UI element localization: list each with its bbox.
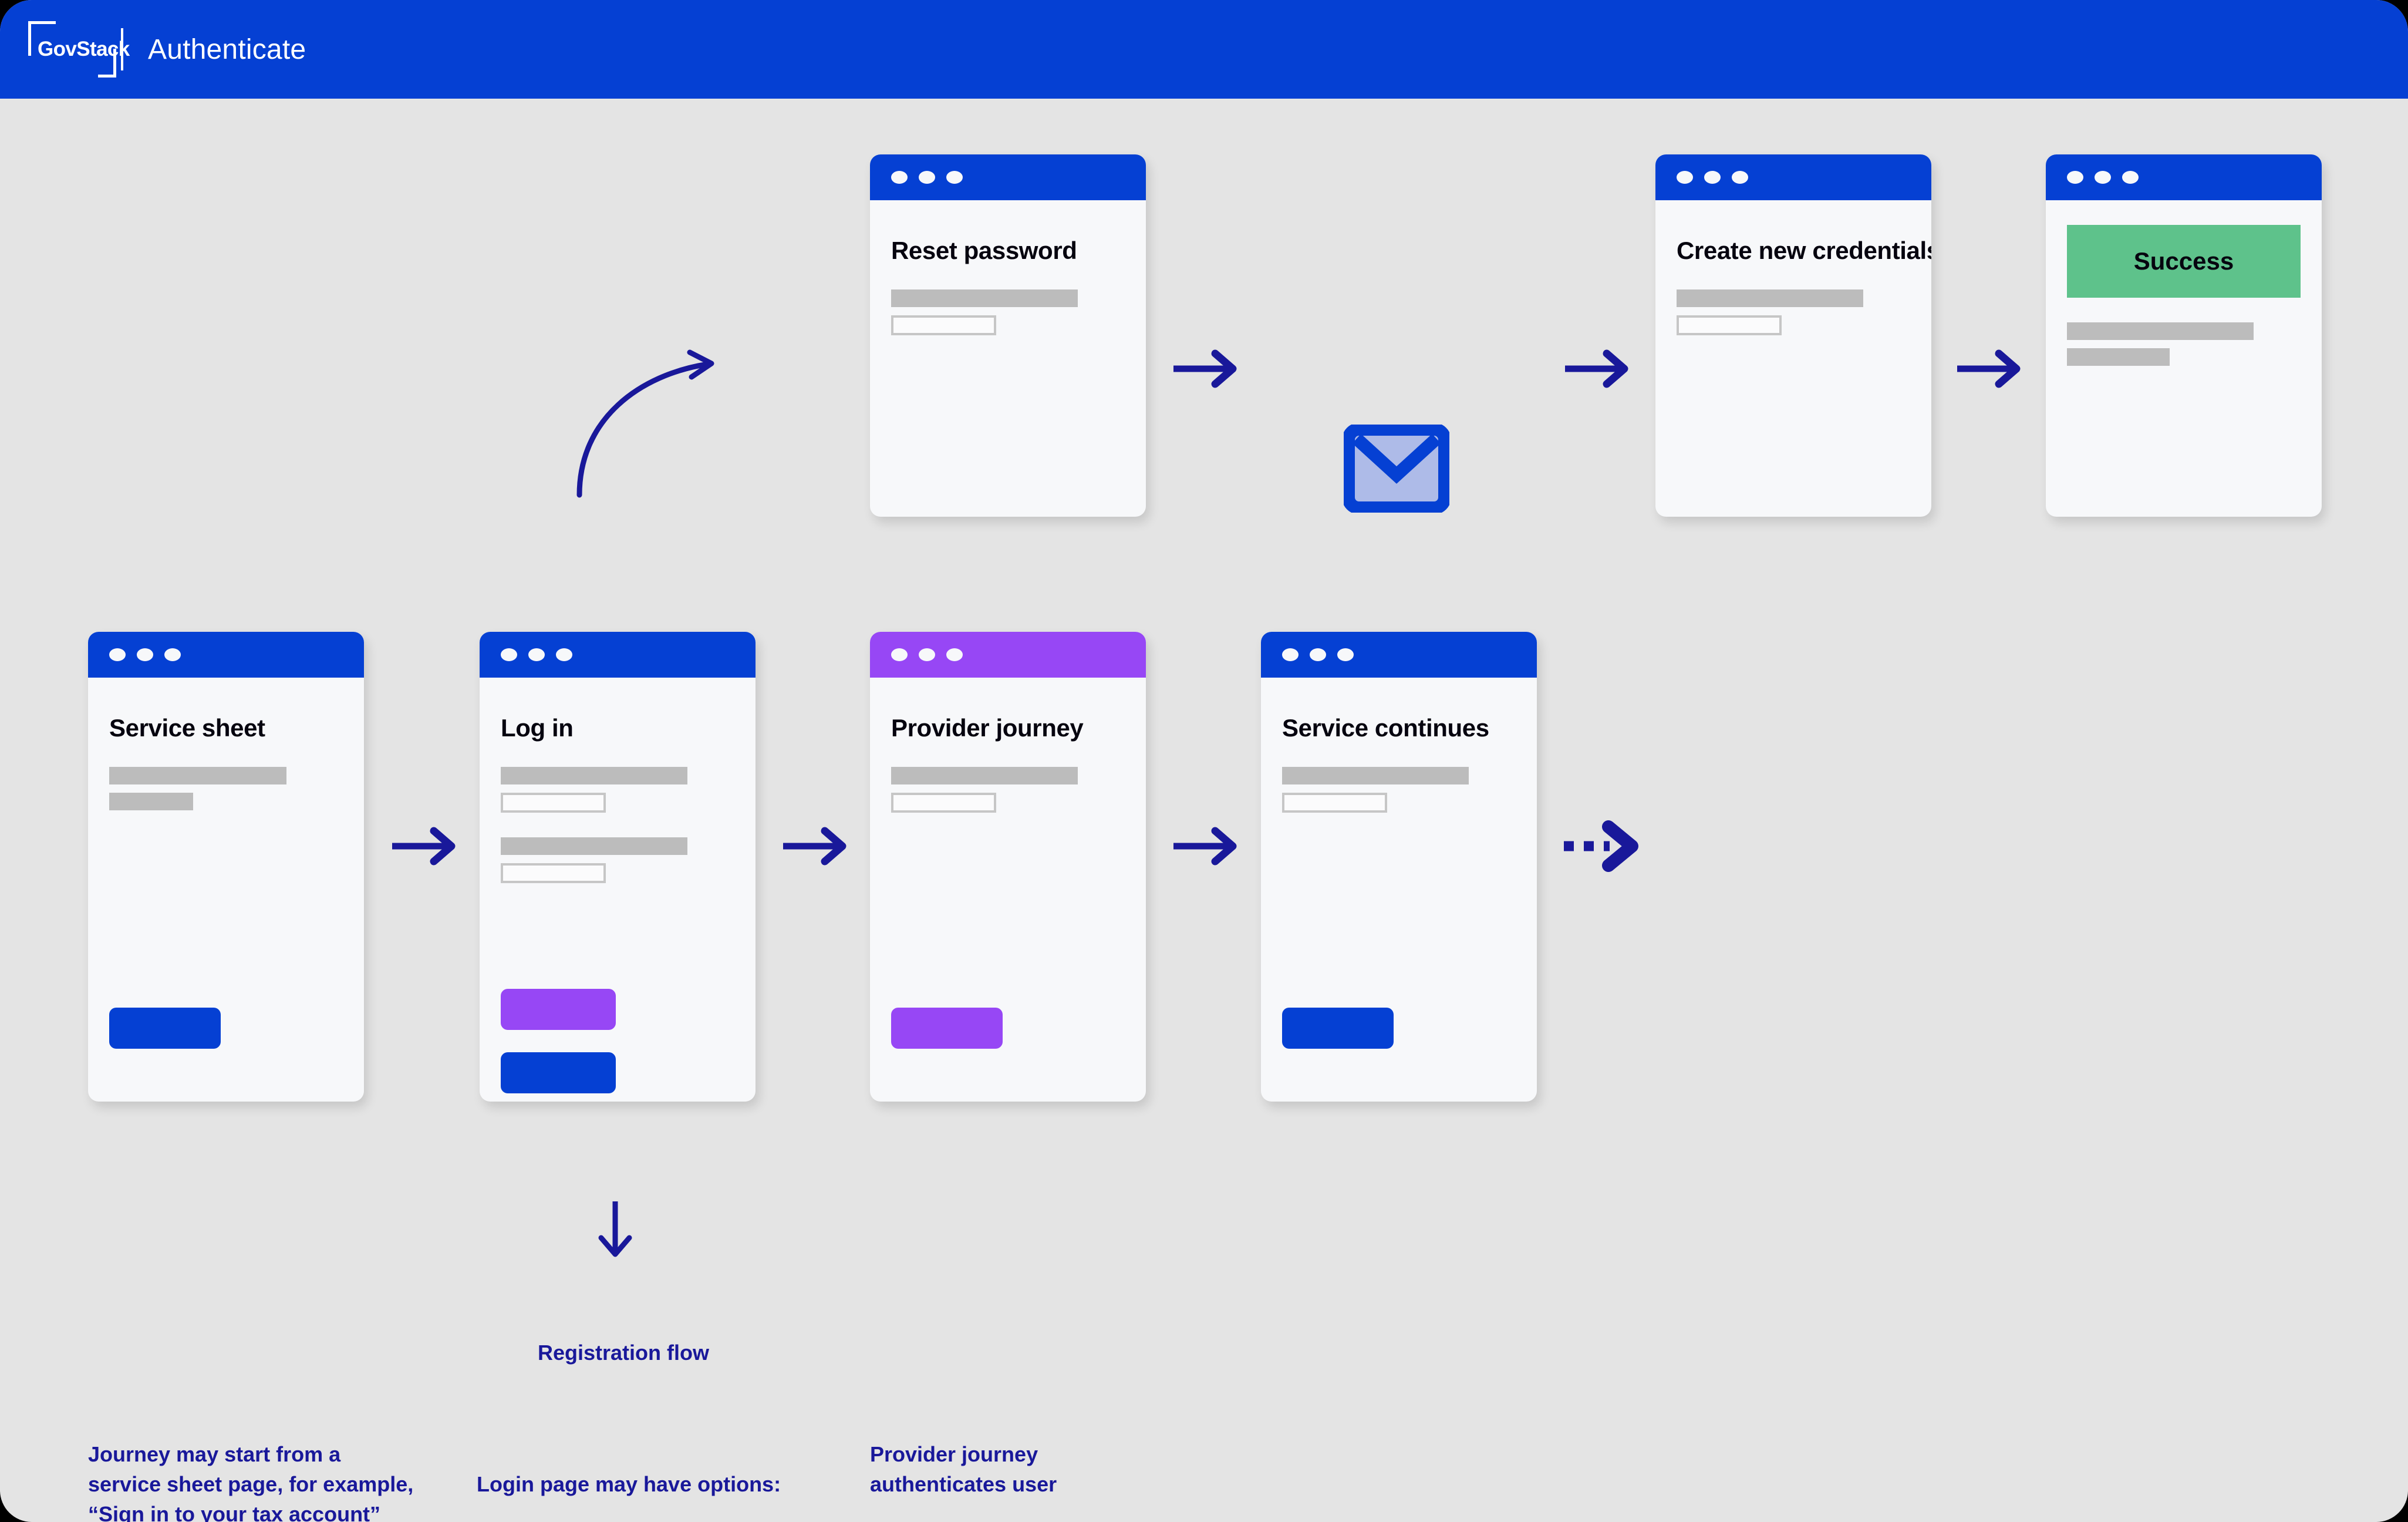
annotation-journey-start: Journey may start from a service sheet p… (88, 1442, 414, 1522)
window-dot-icon (528, 648, 545, 661)
arrow-credentials-to-success (1957, 353, 2016, 384)
card-reset-password[interactable]: Reset password (870, 154, 1146, 517)
username-input[interactable] (501, 793, 606, 813)
status-badge: Success (2067, 225, 2301, 298)
card-body: Service continues (1261, 714, 1537, 1102)
card-titlebar (870, 154, 1146, 200)
flow-canvas: Reset password Create new credentials (0, 99, 2408, 1522)
card-heading: Service sheet (109, 714, 265, 742)
window-dot-icon (137, 648, 153, 661)
window-dot-icon (919, 648, 935, 661)
field-label-placeholder (501, 837, 688, 855)
card-body: Create new credentials (1655, 237, 1931, 517)
dotted-arrow-continues (1564, 820, 1638, 872)
app-header: GovStack Authenticate (0, 0, 2408, 99)
logo-bracket-top-left-icon (28, 21, 56, 56)
window-dot-icon (501, 648, 517, 661)
card-titlebar (1655, 154, 1931, 200)
card-body: Success (2046, 225, 2322, 517)
window-dot-icon (919, 171, 935, 184)
provider-login-button[interactable] (501, 989, 616, 1030)
card-heading: Log in (501, 714, 574, 742)
card-heading: Provider journey (891, 714, 1084, 742)
card-body: Service sheet (88, 714, 364, 1102)
card-service-sheet[interactable]: Service sheet (88, 632, 364, 1102)
govstack-logo: GovStack (28, 21, 130, 78)
primary-action-button[interactable] (1282, 1008, 1394, 1049)
card-log-in[interactable]: Log in (480, 632, 756, 1102)
text-input[interactable] (1677, 315, 1782, 335)
card-body: Provider journey (870, 714, 1146, 1102)
header-divider (121, 28, 123, 70)
primary-action-button[interactable] (891, 1008, 1003, 1049)
card-heading: Service continues (1282, 714, 1489, 742)
card-body: Log in (480, 714, 756, 1102)
card-service-continues[interactable]: Service continues (1261, 632, 1537, 1102)
arrow-email-to-credentials (1565, 353, 1624, 384)
logo-bracket-bottom-right-icon (98, 49, 116, 78)
window-dot-icon (109, 648, 126, 661)
logo-wordmark: GovStack (38, 38, 130, 60)
success-label: Success (2133, 247, 2234, 275)
arrow-reset-to-email (1173, 353, 1233, 384)
field-label-placeholder (891, 767, 1078, 784)
card-heading: Create new credentials (1677, 237, 1931, 264)
arrow-service-sheet-to-login (392, 831, 451, 861)
window-dot-icon (1310, 648, 1326, 661)
primary-action-button[interactable] (109, 1008, 221, 1049)
text-input[interactable] (891, 315, 997, 335)
window-dot-icon (556, 648, 572, 661)
page-title: Authenticate (148, 33, 306, 65)
window-dot-icon (946, 648, 963, 661)
window-dot-icon (891, 648, 908, 661)
card-titlebar (870, 632, 1146, 678)
field-label-placeholder (1677, 289, 1864, 307)
arrow-provider-to-service-continues (1173, 831, 1233, 861)
field-label-placeholder (109, 767, 287, 784)
field-label-placeholder (1282, 767, 1469, 784)
arrow-registration-flow (598, 1201, 632, 1257)
window-dot-icon (891, 171, 908, 184)
window-dot-icon (2067, 171, 2083, 184)
text-input[interactable] (1282, 793, 1388, 813)
card-titlebar (2046, 154, 2322, 200)
window-dot-icon (2095, 171, 2111, 184)
card-titlebar (480, 632, 756, 678)
window-dot-icon (1677, 171, 1693, 184)
window-dot-icon (1282, 648, 1299, 661)
field-label-placeholder (891, 289, 1078, 307)
window-dot-icon (2122, 171, 2139, 184)
window-dot-icon (946, 171, 963, 184)
field-label-placeholder (501, 767, 688, 784)
text-input[interactable] (891, 793, 997, 813)
card-body: Reset password (870, 237, 1146, 517)
annotation-login-options: Login page may have options: Log in with… (477, 1439, 841, 1522)
field-label-placeholder (2067, 322, 2254, 340)
annotation-provider-journey: Provider journey authenticates user (870, 1442, 1057, 1497)
window-dot-icon (164, 648, 181, 661)
registration-flow-label: Registration flow (538, 1341, 710, 1365)
card-titlebar (1261, 632, 1537, 678)
card-titlebar (88, 632, 364, 678)
card-create-new-credentials[interactable]: Create new credentials (1655, 154, 1931, 517)
curved-arrow-to-reset-password (576, 349, 714, 498)
password-input[interactable] (501, 863, 606, 883)
arrow-login-to-provider (783, 831, 842, 861)
card-heading: Reset password (891, 237, 1077, 264)
field-label-placeholder (2067, 348, 2170, 366)
annotation-login-heading: Login page may have options: (477, 1472, 781, 1497)
email-icon (1342, 423, 1451, 516)
field-label-placeholder (109, 793, 194, 810)
window-dot-icon (1704, 171, 1721, 184)
credentials-login-button[interactable] (501, 1052, 616, 1093)
window-dot-icon (1732, 171, 1748, 184)
card-provider-journey[interactable]: Provider journey (870, 632, 1146, 1102)
window-dot-icon (1337, 648, 1354, 661)
card-success[interactable]: Success (2046, 154, 2322, 517)
